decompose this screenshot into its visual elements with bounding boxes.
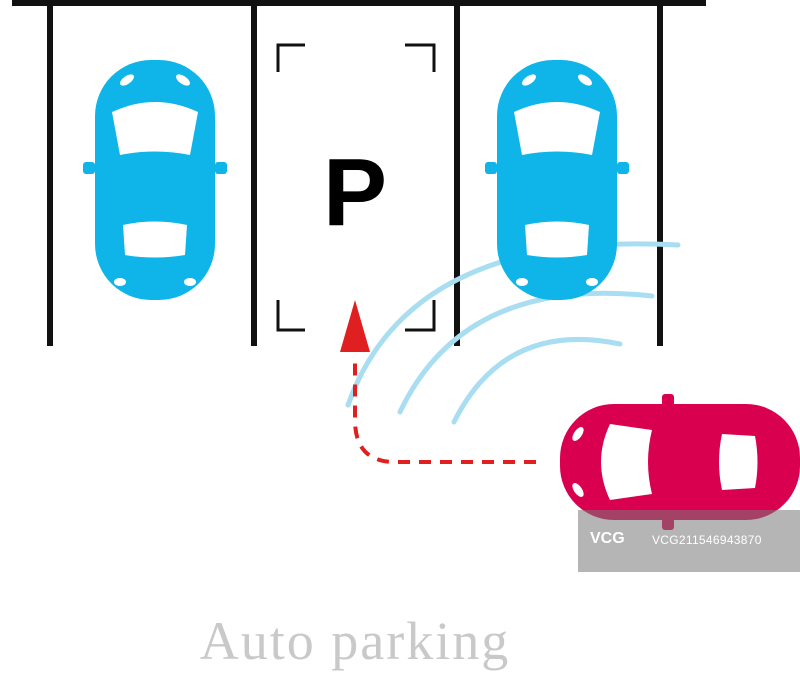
watermark-id: VCG211546943870 (652, 533, 762, 547)
arrow-up-icon (340, 300, 370, 352)
watermark: VCG VCG211546943870 (578, 510, 800, 572)
parking-spot-label: P (323, 139, 387, 246)
target-brackets (276, 43, 436, 332)
watermark-logo: VCG (590, 530, 625, 547)
moving-car-icon (560, 394, 800, 530)
parked-car-icon (485, 60, 629, 300)
caption: Auto parking (199, 611, 511, 671)
parking-path (353, 355, 536, 464)
parked-car-icon (83, 60, 227, 300)
